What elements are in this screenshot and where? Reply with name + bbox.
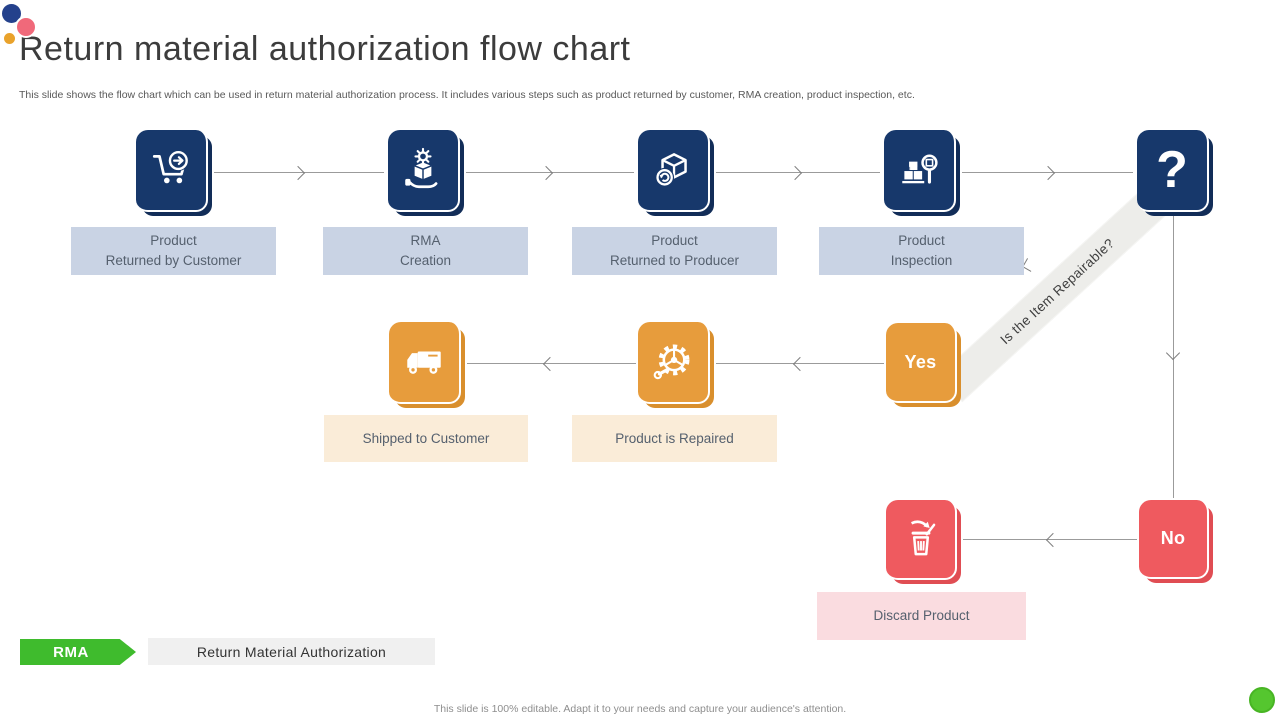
caption-line: Shipped to Customer [362,430,490,446]
legend-abbr-arrow[interactable]: RMA [20,639,136,665]
caption-line: Returned by Customer [105,253,242,268]
caption-line: Product [150,233,197,249]
step-product-returned-by-customer-tile[interactable] [136,130,208,212]
caption-line: Discard Product [873,608,970,624]
cart-return-icon [148,147,194,193]
yes-tile[interactable]: Yes [886,323,957,403]
discard-icon [898,516,944,562]
caption-product-is-repaired[interactable]: Product is Repaired [572,415,777,462]
legend-abbr-label: RMA [53,643,89,661]
legend-meaning-box[interactable]: Return Material Authorization [148,638,435,665]
truck-icon [401,339,447,385]
inspection-icon [896,147,942,193]
no-tile[interactable]: No [1139,500,1209,579]
no-label: No [1160,528,1186,548]
arrow-right-icon [538,165,554,181]
caption-line: Inspection [890,253,953,268]
question-mark-icon: ? [1156,141,1188,199]
decor-dot-blue [2,4,21,23]
step-shipped-to-customer-tile[interactable] [389,322,461,404]
caption-line: RMA [410,233,441,249]
caption-product-returned-by-customer[interactable]: Product Returned by Customer [71,227,276,275]
slide-footer-note: This slide is 100% editable. Adapt it to… [433,703,847,715]
caption-discard-product[interactable]: Discard Product [817,592,1026,640]
connector-yes-repaired [716,363,884,364]
caption-product-inspection[interactable]: Product Inspection [819,227,1024,275]
connector-step4-decision [962,172,1133,173]
caption-shipped-to-customer[interactable]: Shipped to Customer [324,415,528,462]
arrow-right-icon [787,165,803,181]
caption-line: Product is Repaired [615,430,734,446]
connector-step2-step3 [466,172,634,173]
caption-line: Product [651,233,698,249]
caption-product-returned-to-producer[interactable]: Product Returned to Producer [572,227,777,275]
decision-ribbon[interactable]: Is the Item Repairable? [937,179,1177,403]
arrow-right-icon [1040,165,1056,181]
decor-green-dot [1249,687,1275,713]
decision-tile[interactable]: ? [1137,130,1209,212]
arrow-left-icon [1045,532,1061,548]
caption-line: Product [898,233,945,249]
caption-line: Creation [399,253,452,268]
step-product-inspection-tile[interactable] [884,130,956,212]
yes-label: Yes [904,351,937,372]
decor-dot-pink [15,16,37,38]
box-return-icon [650,147,696,193]
connector-no-discard [963,539,1137,540]
connector-decision-no [1173,216,1174,498]
caption-rma-creation[interactable]: RMA Creation [323,227,528,275]
legend-meaning-label: Return Material Authorization [196,643,387,660]
page-title: Return material authorization flow chart [19,30,631,68]
connector-repaired-shipped [467,363,636,364]
repair-icon [650,339,696,385]
arrow-down-icon [1165,345,1181,361]
step-discard-product-tile[interactable] [886,500,957,580]
rma-creation-icon [400,147,446,193]
slide-subtitle: This slide shows the flow chart which ca… [19,89,915,101]
decor-dot-orange [4,33,15,44]
caption-line: Returned to Producer [609,253,740,268]
arrow-left-icon [792,356,808,372]
arrow-left-icon [542,356,558,372]
connector-step1-step2 [214,172,384,173]
connector-step3-step4 [716,172,880,173]
step-rma-creation-tile[interactable] [388,130,460,212]
step-product-returned-to-producer-tile[interactable] [638,130,710,212]
arrow-right-icon [290,165,306,181]
step-product-repaired-tile[interactable] [638,322,710,404]
arrow-left-icon [1022,258,1036,272]
